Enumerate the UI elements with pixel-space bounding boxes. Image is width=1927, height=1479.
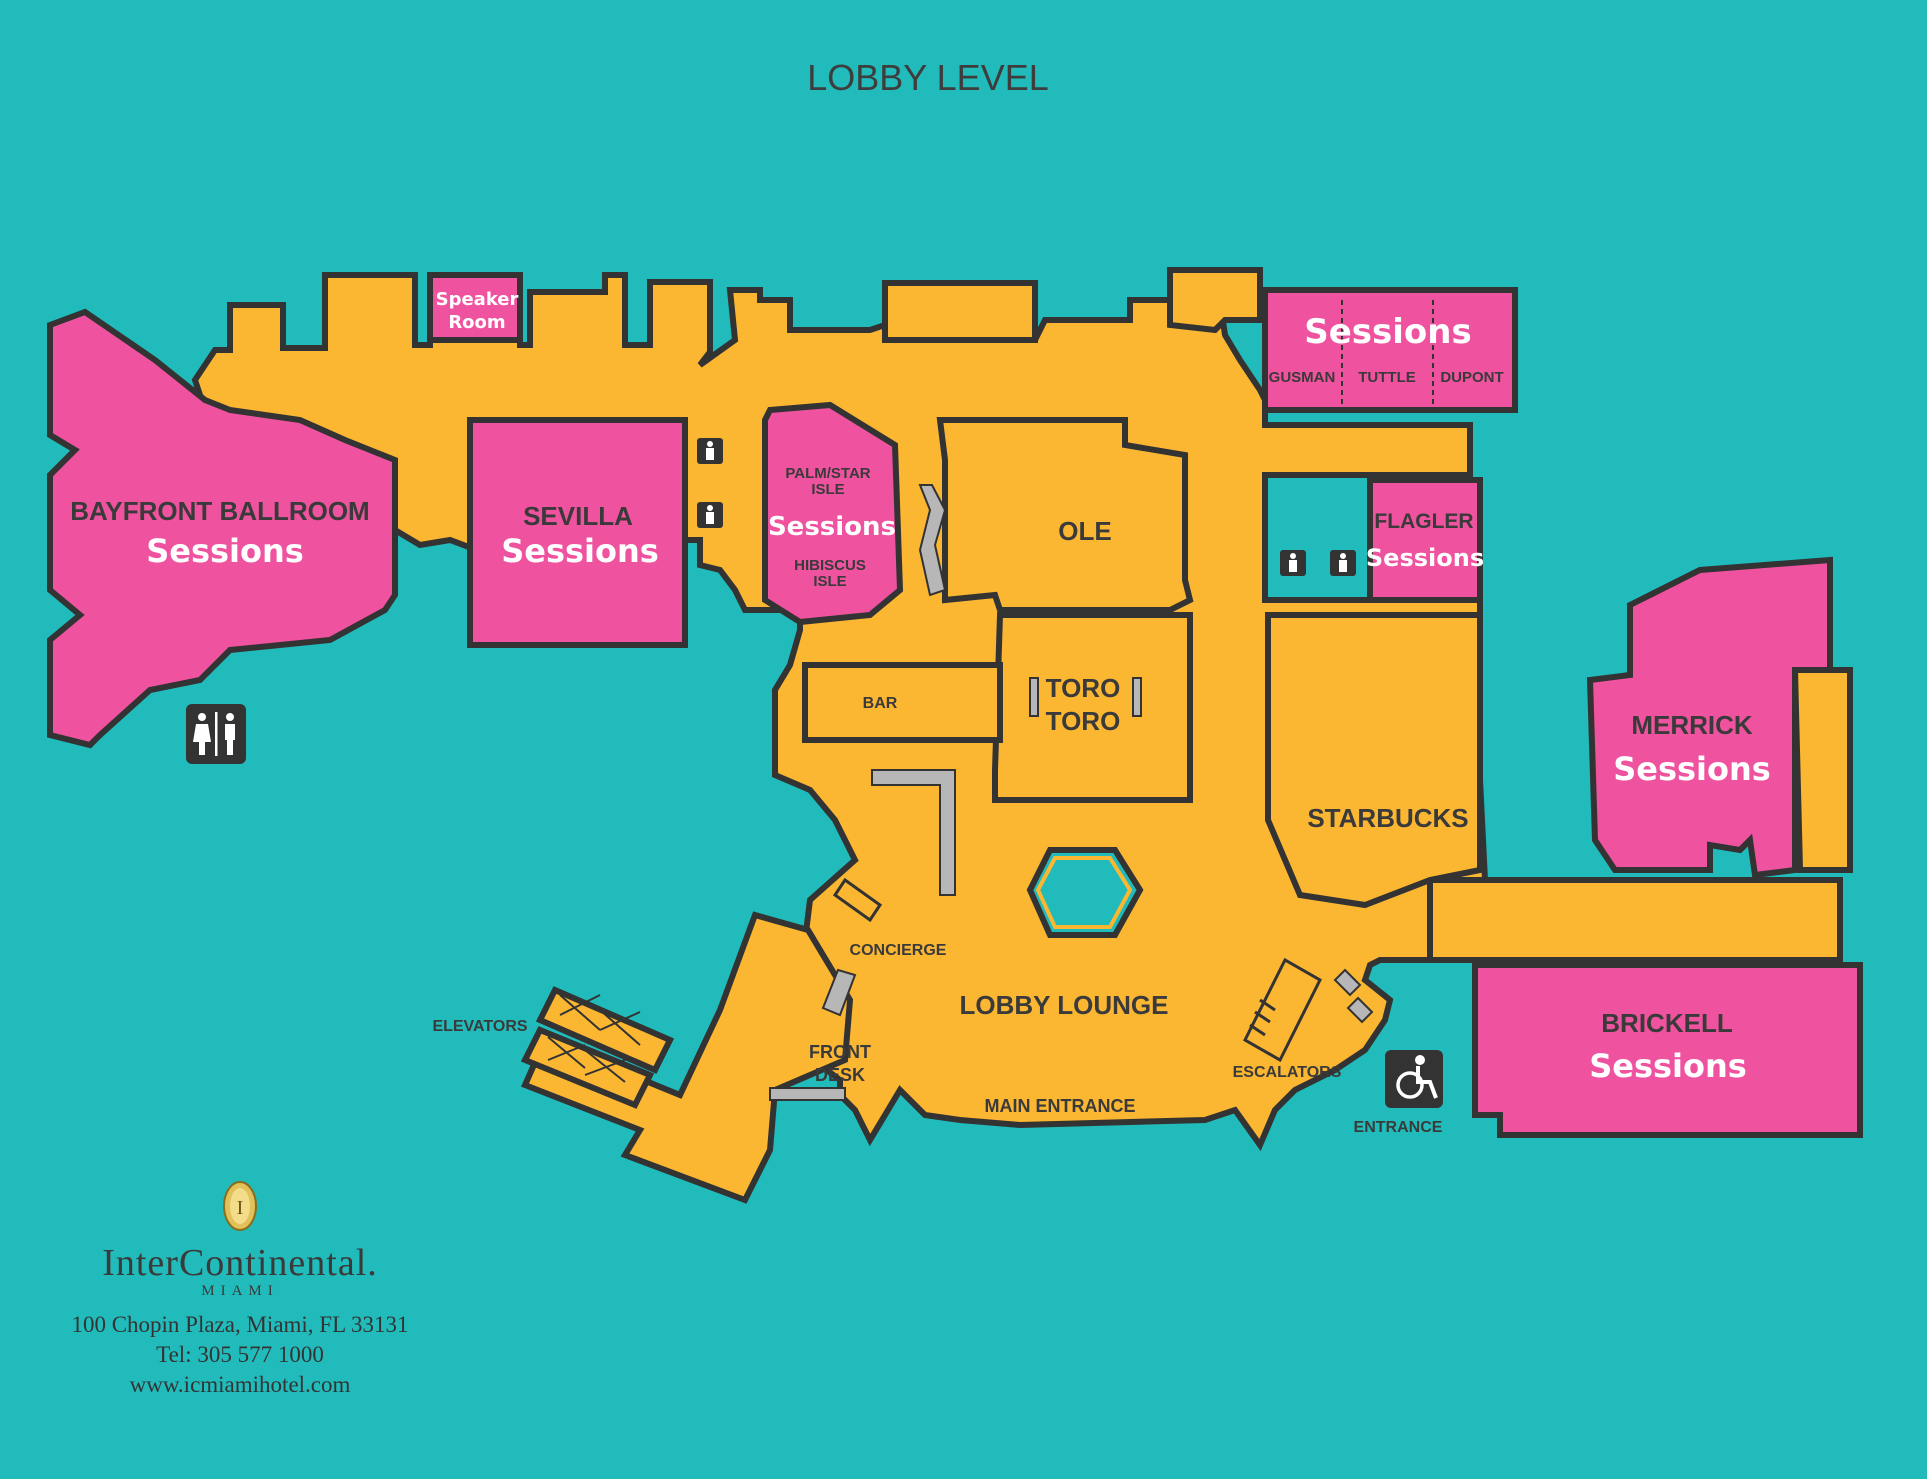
intercontinental-emblem-icon: I — [223, 1181, 257, 1231]
flagler-name: FLAGLER — [1374, 510, 1473, 533]
starbucks-name: STARBUCKS — [1307, 803, 1468, 833]
brand-name: InterContinental. — [102, 1242, 378, 1284]
speaker-room-line2: Room — [448, 312, 505, 333]
bar-area[interactable] — [802, 662, 1003, 743]
gusman-label: GUSMAN — [1269, 369, 1336, 386]
flagler-room[interactable] — [1367, 477, 1483, 603]
bar-name: BAR — [863, 695, 898, 712]
map-title: LOBBY LEVEL — [807, 57, 1049, 98]
tuttle-label: TUTTLE — [1358, 369, 1416, 386]
starbucks-area[interactable] — [1265, 612, 1483, 909]
speaker-room-line1: Speaker — [436, 289, 519, 310]
sevilla-tag: Sessions — [501, 532, 659, 570]
toro-line1: TORO — [1046, 673, 1121, 703]
palm-line4: ISLE — [813, 573, 846, 590]
brand-address: 100 Chopin Plaza, Miami, FL 33131 — [71, 1312, 409, 1337]
ole-name: OLE — [1058, 516, 1111, 546]
merrick-tag: Sessions — [1613, 750, 1771, 788]
front-desk-label-1: FRONT — [809, 1042, 871, 1062]
brickell-room[interactable] — [1472, 962, 1863, 1138]
merrick-room[interactable] — [1586, 556, 1833, 879]
bayfront-name: BAYFRONT BALLROOM — [70, 496, 369, 526]
ole-restaurant[interactable] — [936, 417, 1194, 613]
restroom-icon — [186, 704, 246, 764]
gusman-tuttle-dupont-room[interactable] — [1262, 287, 1518, 413]
svg-text:I: I — [237, 1197, 244, 1219]
sevilla-name: SEVILLA — [523, 501, 633, 531]
palm-line2: ISLE — [811, 481, 844, 498]
gusman-group-tag: Sessions — [1304, 312, 1471, 352]
palm-hibiscus-room[interactable] — [762, 401, 904, 626]
mens-restroom-icon — [697, 438, 1356, 576]
entrance-label: ENTRANCE — [1354, 1119, 1443, 1136]
concierge-label: CONCIERGE — [850, 942, 947, 959]
escalators-label: ESCALATORS — [1233, 1064, 1342, 1081]
wheelchair-icon — [1385, 1050, 1443, 1108]
toro-toro-restaurant[interactable] — [992, 612, 1193, 803]
elevator-banks — [520, 986, 675, 1109]
brand-tel: Tel: 305 577 1000 — [156, 1342, 324, 1367]
palm-line1: PALM/STAR — [785, 465, 870, 482]
speaker-room[interactable] — [427, 272, 523, 343]
bayfront-ballroom[interactable] — [47, 308, 398, 749]
brand-block: I InterContinental. MIAMI 100 Chopin Pla… — [40, 1180, 440, 1400]
bayfront-tag: Sessions — [146, 532, 304, 570]
palm-line3: HIBISCUS — [794, 557, 866, 574]
brickell-tag: Sessions — [1589, 1047, 1747, 1085]
front-desk-label-2: DESK — [815, 1065, 865, 1085]
flagler-tag: Sessions — [1366, 544, 1484, 572]
sevilla-room[interactable] — [467, 417, 688, 648]
elevators-label: ELEVATORS — [432, 1018, 527, 1035]
toro-line2: TORO — [1046, 706, 1121, 736]
dupont-label: DUPONT — [1440, 369, 1503, 386]
palm-tag: Sessions — [768, 512, 896, 542]
lobby-lounge-name: LOBBY LOUNGE — [960, 990, 1169, 1020]
merrick-name: MERRICK — [1631, 710, 1753, 740]
brand-web[interactable]: www.icmiamihotel.com — [129, 1372, 351, 1397]
main-entrance-label: MAIN ENTRANCE — [985, 1096, 1136, 1116]
brand-city: MIAMI — [201, 1283, 279, 1299]
brickell-name: BRICKELL — [1601, 1008, 1733, 1038]
